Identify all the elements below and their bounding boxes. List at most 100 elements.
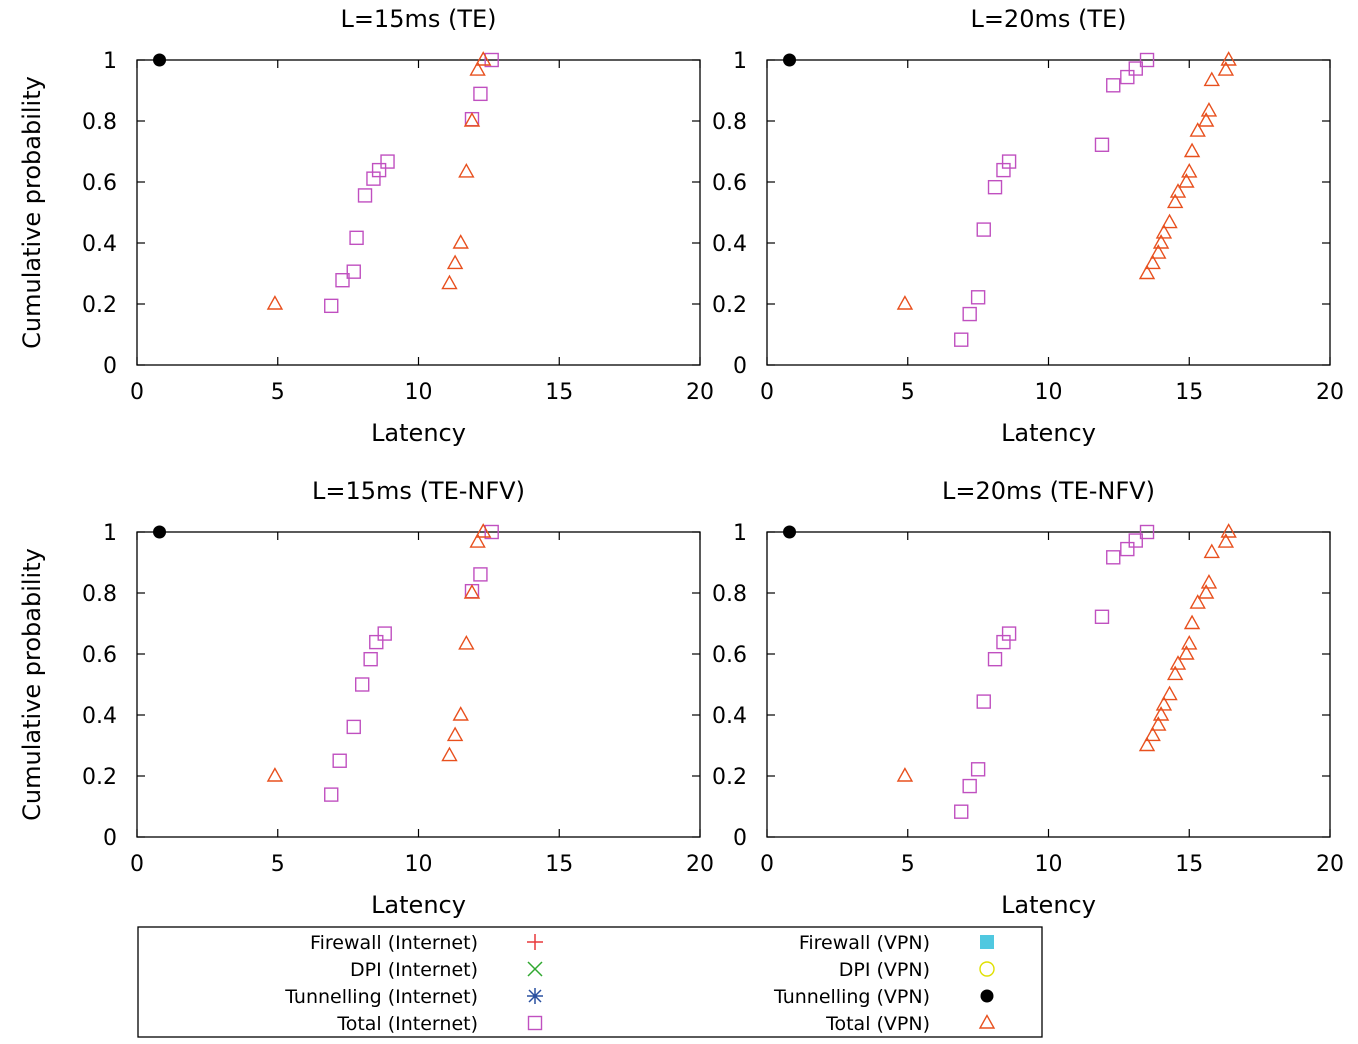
data-point — [266, 767, 284, 782]
y-tick-label: 0.8 — [712, 110, 747, 135]
x-axis-label: Latency — [371, 419, 466, 447]
y-tick-label: 0.8 — [82, 110, 117, 135]
data-point — [962, 306, 977, 322]
data-point — [987, 651, 1003, 667]
data-point — [335, 273, 350, 288]
data-point — [954, 804, 969, 819]
data-point — [1197, 112, 1215, 127]
x-tick-label: 20 — [1316, 380, 1344, 405]
y-tick-label: 1 — [733, 521, 747, 546]
legend-entry: DPI (Internet) — [350, 959, 543, 981]
data-point — [1094, 137, 1110, 152]
series-total-vpn — [266, 51, 492, 310]
data-point — [783, 53, 797, 67]
data-point — [1144, 254, 1161, 270]
data-point — [1181, 635, 1198, 650]
data-point — [996, 162, 1011, 178]
legend-entry: DPI (VPN) — [839, 959, 995, 981]
data-point — [475, 523, 492, 538]
data-point — [332, 753, 347, 768]
data-point — [1161, 213, 1178, 229]
data-point — [484, 524, 499, 540]
data-point — [1166, 665, 1184, 681]
data-point — [1106, 550, 1121, 565]
x-tick-label: 20 — [1316, 852, 1344, 877]
data-point — [1106, 78, 1121, 93]
data-point — [366, 171, 381, 186]
plot-frame — [766, 531, 1331, 838]
data-point — [1200, 102, 1218, 117]
y-tick-label: 0.4 — [712, 704, 747, 729]
x-tick-label: 15 — [545, 380, 573, 405]
x-tick-label: 20 — [686, 852, 714, 877]
legend-label: Total (VPN) — [825, 1013, 930, 1035]
data-point — [446, 254, 464, 270]
data-point — [1203, 543, 1220, 559]
data-point — [976, 694, 991, 709]
data-point — [1183, 142, 1201, 158]
x-tick-label: 15 — [545, 852, 573, 877]
data-point — [1220, 51, 1237, 66]
legend-marker — [527, 1015, 543, 1031]
chart-title: L=15ms (TE-NFV) — [312, 477, 525, 505]
data-point — [1150, 716, 1167, 731]
legend-label: Total (Internet) — [336, 1013, 478, 1035]
y-tick-label: 0.8 — [82, 582, 117, 607]
plot-frame — [766, 59, 1331, 366]
x-tick-label: 0 — [130, 852, 144, 877]
legend-entry: Total (VPN) — [825, 1013, 996, 1035]
data-point — [1178, 645, 1195, 660]
data-point — [357, 188, 373, 203]
legend-entry: Total (Internet) — [336, 1013, 543, 1035]
series-total-vpn — [896, 523, 1237, 782]
y-tick-label: 0 — [733, 826, 747, 851]
y-tick-label: 0 — [103, 354, 117, 379]
x-axis-label: Latency — [1001, 419, 1096, 447]
data-point — [1161, 685, 1178, 701]
series-total-vpn — [896, 51, 1237, 310]
legend-entry: Firewall (VPN) — [799, 932, 994, 954]
data-point — [473, 567, 488, 582]
data-point — [346, 264, 361, 279]
legend-marker — [978, 1014, 996, 1029]
data-point — [1169, 655, 1187, 670]
data-point — [1152, 706, 1170, 721]
data-point — [1217, 61, 1235, 76]
data-point — [153, 525, 167, 539]
legend-label: Firewall (VPN) — [799, 932, 930, 954]
legend-label: Tunnelling (Internet) — [284, 986, 478, 1008]
series-total-vpn — [266, 523, 492, 782]
x-tick-label: 5 — [901, 852, 915, 877]
data-point — [1120, 541, 1135, 557]
data-point — [1169, 183, 1187, 198]
y-tick-label: 0.6 — [712, 643, 747, 668]
data-point — [783, 525, 797, 539]
data-point — [1001, 154, 1017, 169]
legend-marker — [979, 961, 995, 977]
data-point — [369, 634, 384, 650]
data-point — [266, 295, 284, 310]
legend-marker — [527, 961, 543, 977]
x-tick-label: 5 — [901, 380, 915, 405]
data-point — [324, 787, 339, 802]
data-point — [458, 163, 475, 178]
data-point — [1144, 726, 1161, 742]
series-tunnelling-vpn — [783, 53, 797, 67]
legend-label: Tunnelling (VPN) — [773, 986, 930, 1008]
data-point — [1128, 533, 1143, 548]
data-point — [1189, 122, 1206, 137]
y-tick-label: 0.2 — [82, 293, 117, 318]
x-tick-label: 0 — [760, 380, 774, 405]
data-point — [463, 112, 481, 127]
y-tick-label: 0 — [103, 826, 117, 851]
legend-entry: Tunnelling (VPN) — [773, 986, 994, 1008]
legend-label: DPI (Internet) — [350, 959, 478, 981]
y-tick-label: 0.6 — [82, 171, 117, 196]
data-point — [896, 295, 914, 310]
x-tick-label: 20 — [686, 380, 714, 405]
data-point — [1138, 736, 1156, 752]
y-tick-label: 1 — [103, 49, 117, 74]
